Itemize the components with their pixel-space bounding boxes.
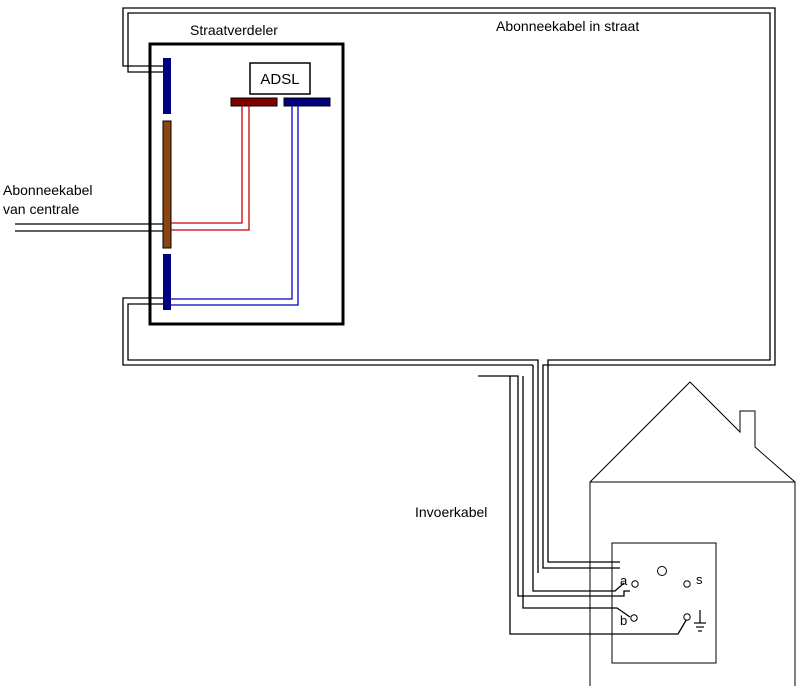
label-abonneekabel-line2: van centrale [3, 201, 79, 217]
house [589, 381, 796, 686]
label-straatverdeler: Straatverdeler [190, 22, 278, 38]
label-adsl: ADSL [260, 71, 299, 88]
adsl-box [249, 62, 311, 95]
central-office-cable [15, 223, 166, 232]
red-jumper-wires [171, 106, 250, 231]
wall-socket [611, 542, 717, 664]
label-terminal-b: b [620, 613, 627, 628]
connection-strip-middle [162, 120, 172, 249]
adsl-strip-red [230, 97, 278, 107]
terminal-a-contact [631, 580, 639, 588]
terminal-s-contact [683, 580, 691, 588]
label-terminal-s: s [696, 572, 703, 587]
terminal-b-contact [630, 614, 638, 622]
ground-switch-contact [683, 613, 691, 621]
street-subscriber-cable [122, 7, 776, 573]
street-cabinet [148, 42, 345, 326]
label-abonneekabel-straat: Abonneekabel in straat [496, 18, 639, 34]
terminal-center [657, 566, 667, 576]
label-invoerkabel: Invoerkabel [415, 504, 487, 520]
entry-cable [478, 365, 689, 635]
connection-strip-bottom [163, 254, 171, 310]
ground-icon [694, 610, 706, 632]
adsl-strip-blue [283, 97, 331, 107]
connection-strip-top [163, 58, 171, 114]
label-abonneekabel-line1: Abonneekabel [3, 182, 93, 198]
label-terminal-a: a [620, 573, 628, 588]
blue-jumper-wires [171, 106, 299, 306]
